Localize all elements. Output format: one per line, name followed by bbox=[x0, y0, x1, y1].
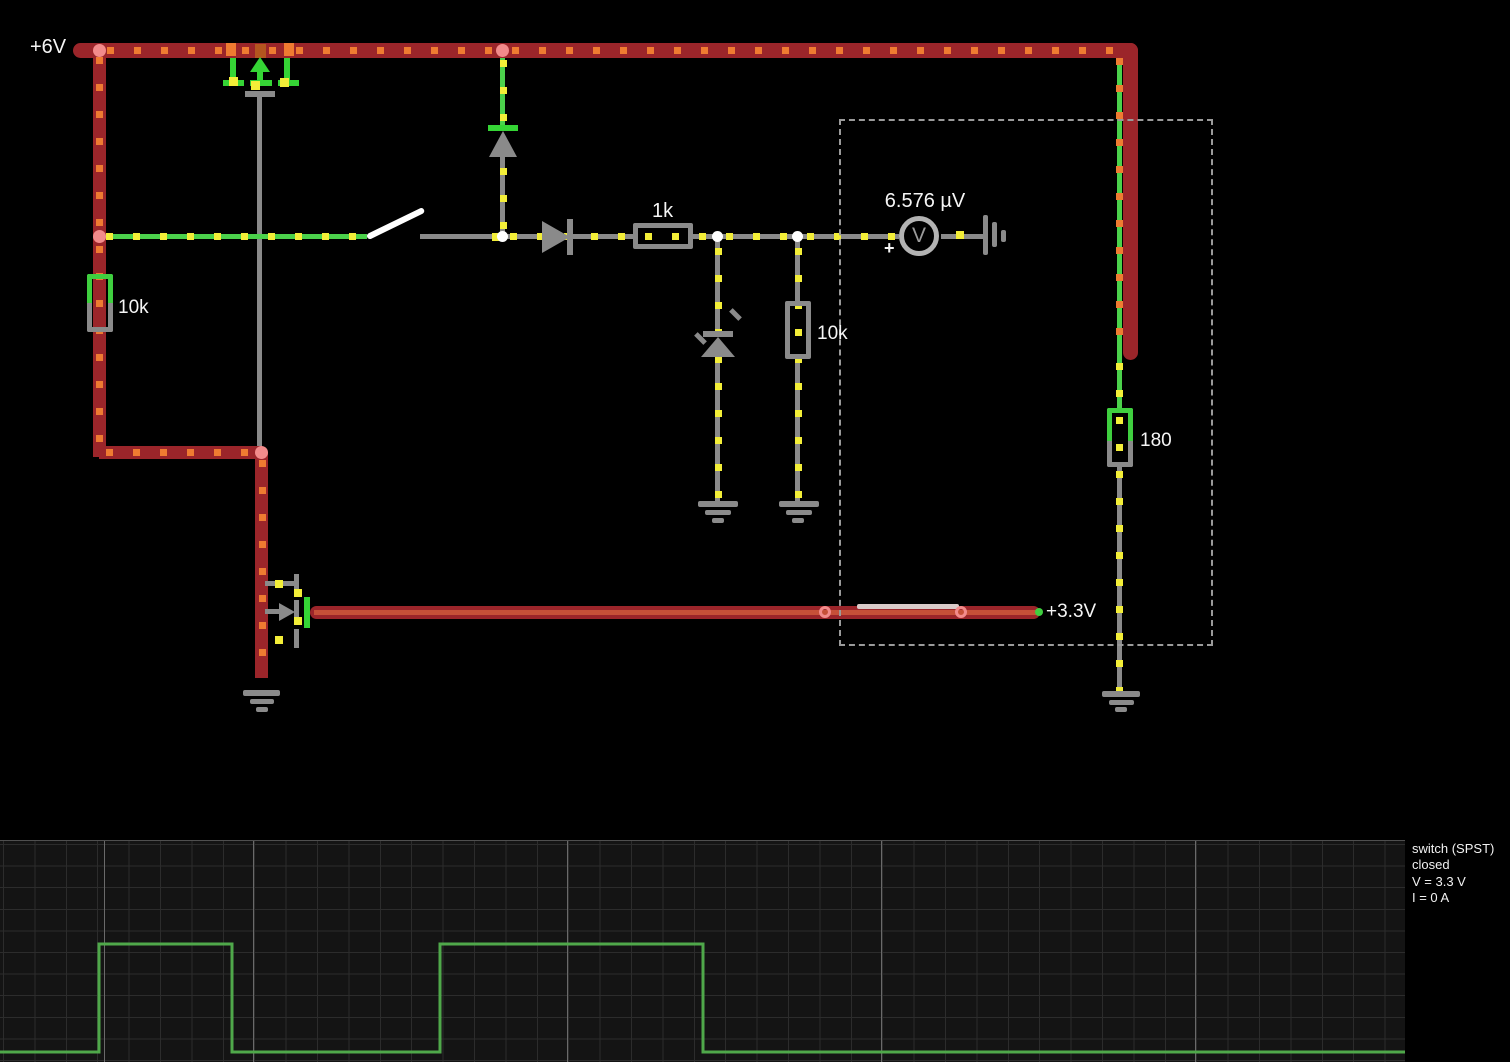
junction-node[interactable] bbox=[712, 231, 723, 242]
scope-trace[interactable] bbox=[0, 840, 1405, 1062]
scope-info-panel: switch (SPST) closed V = 3.3 V I = 0 A bbox=[1412, 841, 1494, 907]
output-wire-core bbox=[314, 610, 1036, 615]
info-line-current: I = 0 A bbox=[1412, 890, 1450, 906]
switch-output-wire[interactable] bbox=[420, 234, 503, 239]
vcc-label[interactable]: +6V bbox=[30, 36, 67, 58]
node[interactable] bbox=[93, 230, 106, 243]
node[interactable] bbox=[93, 44, 106, 57]
mid-10k-current-dots bbox=[795, 248, 802, 498]
switch-spst-closed-lever[interactable] bbox=[857, 604, 959, 609]
main-row-current-dots bbox=[510, 233, 900, 240]
rail-post-center bbox=[255, 44, 266, 58]
label-node-dot bbox=[1035, 608, 1043, 616]
resistor-10k-mid[interactable] bbox=[785, 301, 811, 359]
rail-post bbox=[284, 43, 294, 56]
node-ring[interactable] bbox=[819, 606, 831, 618]
feedback-h-current-dots bbox=[106, 449, 256, 456]
junction-node[interactable] bbox=[497, 231, 508, 242]
resistor-1k[interactable] bbox=[633, 223, 693, 249]
switch-input-current-dots bbox=[106, 233, 364, 240]
vcc-rail-right-drop[interactable] bbox=[1123, 43, 1138, 360]
rail-current-dots bbox=[107, 47, 1117, 54]
voltmeter-reading: 6.576 µV bbox=[884, 190, 966, 212]
node-ring[interactable] bbox=[955, 606, 967, 618]
rail-post bbox=[226, 43, 236, 56]
info-line-voltage: V = 3.3 V bbox=[1412, 873, 1466, 889]
node[interactable] bbox=[496, 44, 509, 57]
vout-label[interactable]: +3.3V bbox=[1046, 601, 1097, 622]
right-branch-current-dots-upper bbox=[1116, 58, 1123, 353]
resistor-180-label: 180 bbox=[1140, 430, 1172, 451]
selection-box[interactable] bbox=[839, 119, 1213, 646]
gate-wire-top-mosfet[interactable] bbox=[257, 97, 262, 452]
junction-node[interactable] bbox=[792, 231, 803, 242]
switch-spst-open-lever[interactable] bbox=[365, 207, 426, 241]
zener-current-dots bbox=[715, 248, 722, 498]
left-branch-current-dots bbox=[96, 57, 103, 450]
info-line-element: switch (SPST) bbox=[1412, 841, 1495, 856]
info-line-state: closed bbox=[1412, 857, 1450, 873]
feedback-v-current-dots bbox=[259, 460, 266, 672]
voltmeter-circle[interactable]: V bbox=[899, 216, 939, 256]
voltmeter-plus-sign: + bbox=[884, 238, 895, 258]
resistor-10k-mid-label: 10k bbox=[817, 323, 848, 344]
node[interactable] bbox=[255, 446, 268, 459]
current-dot bbox=[956, 231, 964, 239]
resistor-1k-label: 1k bbox=[652, 200, 674, 222]
resistor-10k-left-label: 10k bbox=[118, 297, 149, 318]
current-dot bbox=[492, 233, 500, 241]
right-branch-current-dots-lower bbox=[1116, 363, 1123, 691]
